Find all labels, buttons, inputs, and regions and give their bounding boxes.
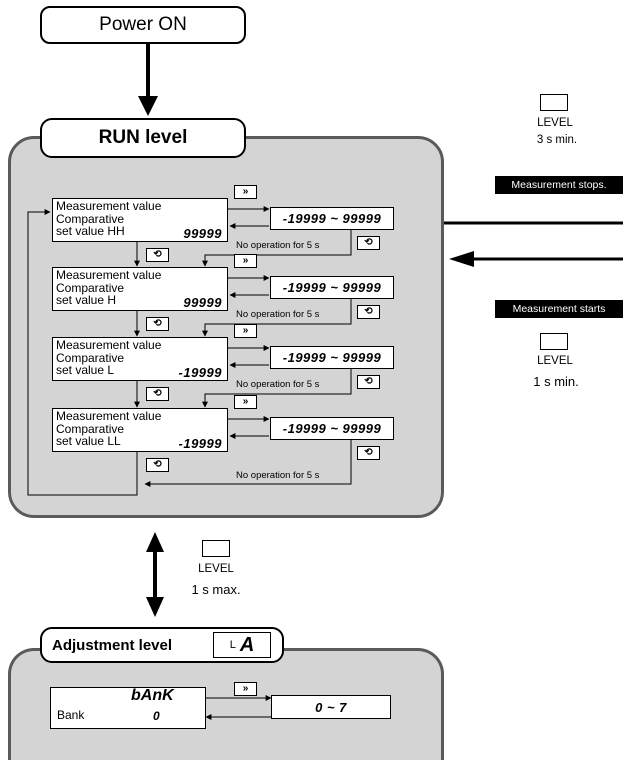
block-line1: Measurement value: [56, 338, 162, 352]
block-display-value: -19999: [178, 435, 222, 451]
adjustment-code-prefix: L: [229, 639, 236, 651]
run-level-panel: [8, 136, 444, 518]
shift-key: »: [234, 324, 257, 338]
range-box: -19999 ~ 99999: [270, 276, 394, 299]
block-mode-key: ⟲: [146, 458, 169, 472]
run-adjustment-arrowhead-up: [146, 532, 164, 552]
adjustment-code: A: [239, 633, 255, 656]
no-operation-note: No operation for 5 s: [236, 379, 320, 390]
block-line2: Comparative: [56, 421, 125, 436]
measurement-starts-label: Measurement starts: [495, 300, 623, 318]
level-key-top-time: 3 s min.: [536, 134, 578, 146]
bank-value: 0: [153, 709, 160, 723]
block-display-value: 99999: [183, 294, 222, 310]
mode-key: ⟲: [357, 375, 380, 389]
block-line3: set value LL: [56, 434, 121, 448]
block-line3: set value L: [56, 363, 115, 377]
adjustment-level-code-box: L A: [213, 632, 271, 658]
no-operation-note: No operation for 5 s: [236, 309, 320, 320]
shift-key: »: [234, 395, 257, 409]
shift-key: »: [234, 185, 257, 199]
shift-key: »: [234, 254, 257, 268]
adjustment-level-title: Adjustment level: [52, 636, 173, 654]
shift-key-symbol: »: [242, 683, 249, 694]
block-line3: set value HH: [56, 224, 125, 238]
measurement-stops-label: Measurement stops.: [495, 176, 623, 194]
block-display-value: -19999: [178, 364, 222, 380]
bank-range: 0 ~ 7: [315, 699, 347, 715]
from-measurement-starts-arrowhead: [449, 251, 474, 267]
range-box: -19999 ~ 99999: [270, 207, 394, 230]
no-operation-note: No operation for 5 s: [236, 470, 320, 481]
level-key-middle-label: LEVEL: [198, 563, 234, 575]
level-key-bottom-label: LEVEL: [537, 355, 573, 367]
power-on-label: Power ON: [99, 14, 187, 35]
block-mode-key: ⟲: [146, 317, 169, 331]
level-key-bottom-icon: [540, 333, 568, 350]
block-mode-key: ⟲: [146, 248, 169, 262]
block-line2: Comparative: [56, 280, 125, 295]
bank-shift-key: »: [234, 682, 257, 696]
bank-range-box: 0 ~ 7: [271, 695, 391, 719]
level-key-middle-time: 1 s max.: [191, 582, 241, 597]
bank-code: bAnK: [131, 687, 174, 704]
bank-box: Bank bAnK 0: [50, 687, 206, 729]
level-key-middle-icon: [202, 540, 230, 557]
block-line1: Measurement value: [56, 199, 162, 213]
level-key-bottom-time: 1 s min.: [533, 374, 579, 389]
mode-key: ⟲: [357, 236, 380, 250]
block-line2: Comparative: [56, 350, 125, 365]
power-on-box: Power ON: [40, 6, 246, 44]
bank-label: Bank: [57, 708, 85, 722]
range-box: -19999 ~ 99999: [270, 346, 394, 369]
block-line1: Measurement value: [56, 409, 162, 423]
power-to-run-arrowhead: [138, 96, 158, 116]
block-mode-key: ⟲: [146, 387, 169, 401]
no-operation-note: No operation for 5 s: [236, 240, 320, 251]
run-adjustment-arrowhead-down: [146, 597, 164, 617]
block-display-value: 99999: [183, 225, 222, 241]
mode-key: ⟲: [357, 446, 380, 460]
level-key-top-icon: [540, 94, 568, 111]
level-key-top-label: LEVEL: [537, 117, 573, 129]
block-line3: set value H: [56, 293, 117, 307]
block-line1: Measurement value: [56, 268, 162, 282]
mode-key: ⟲: [357, 305, 380, 319]
run-level-tab: RUN level: [40, 118, 246, 158]
run-level-title: RUN level: [98, 127, 188, 148]
block-line2: Comparative: [56, 211, 125, 226]
range-box: -19999 ~ 99999: [270, 417, 394, 440]
